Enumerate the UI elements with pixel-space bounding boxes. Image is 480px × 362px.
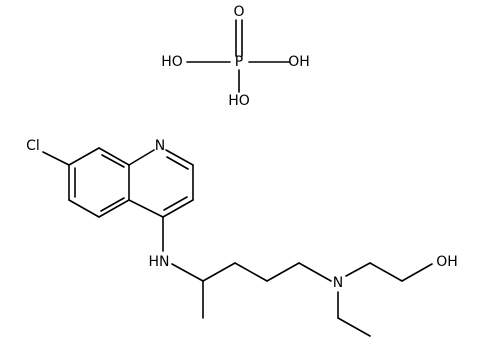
amino-side-chain: HN xyxy=(149,216,332,319)
atom-terminal-oh: OH xyxy=(436,254,458,270)
bond-c2-c3 xyxy=(234,262,268,282)
bond-c8a-n1 xyxy=(128,149,155,166)
bond-n1-c2-inner xyxy=(166,156,189,170)
bond-n1-c2 xyxy=(165,149,194,166)
atom-p: P xyxy=(235,54,243,70)
atom-tertiary-n: N xyxy=(333,275,343,291)
bond-nh-ch xyxy=(171,263,204,282)
bond-n-ch2 xyxy=(345,262,371,277)
bond-c7-c8 xyxy=(68,147,100,166)
tertiary-amine-group: N OH xyxy=(333,254,458,337)
atom-amine-nh: HN xyxy=(149,254,170,270)
bond-c8-c8a-inner xyxy=(101,154,125,168)
phosphoric-acid: O P HO OH HO xyxy=(161,4,310,109)
atom-quinoline-n: N xyxy=(155,138,165,154)
atom-cl: Cl xyxy=(26,138,40,154)
atom-o-double: O xyxy=(233,4,244,20)
bond-c4-n xyxy=(298,262,332,282)
bond-ch2-oh xyxy=(401,263,433,282)
bond-c5-c6 xyxy=(68,199,100,218)
bond-ch2-ch2 xyxy=(369,262,403,282)
bond-cl-c7 xyxy=(42,151,70,166)
bond-ethyl-1-2 xyxy=(337,317,371,337)
bond-c3-c4 xyxy=(162,199,194,218)
bond-c3-c4 xyxy=(266,262,300,282)
bond-c3-c4-inner xyxy=(163,196,188,211)
bond-c4a-c5-inner xyxy=(100,197,125,212)
bond-c8-c8a xyxy=(98,147,130,166)
bond-ch-c2 xyxy=(202,262,236,282)
bond-c4-c4a xyxy=(128,199,164,218)
quinoline-ring: Cl N xyxy=(26,138,194,218)
atom-oh-left: HO xyxy=(161,54,183,70)
atom-oh-right: OH xyxy=(288,54,310,70)
atom-oh-bottom: HO xyxy=(228,93,250,109)
bond-c4a-c5 xyxy=(98,199,130,218)
